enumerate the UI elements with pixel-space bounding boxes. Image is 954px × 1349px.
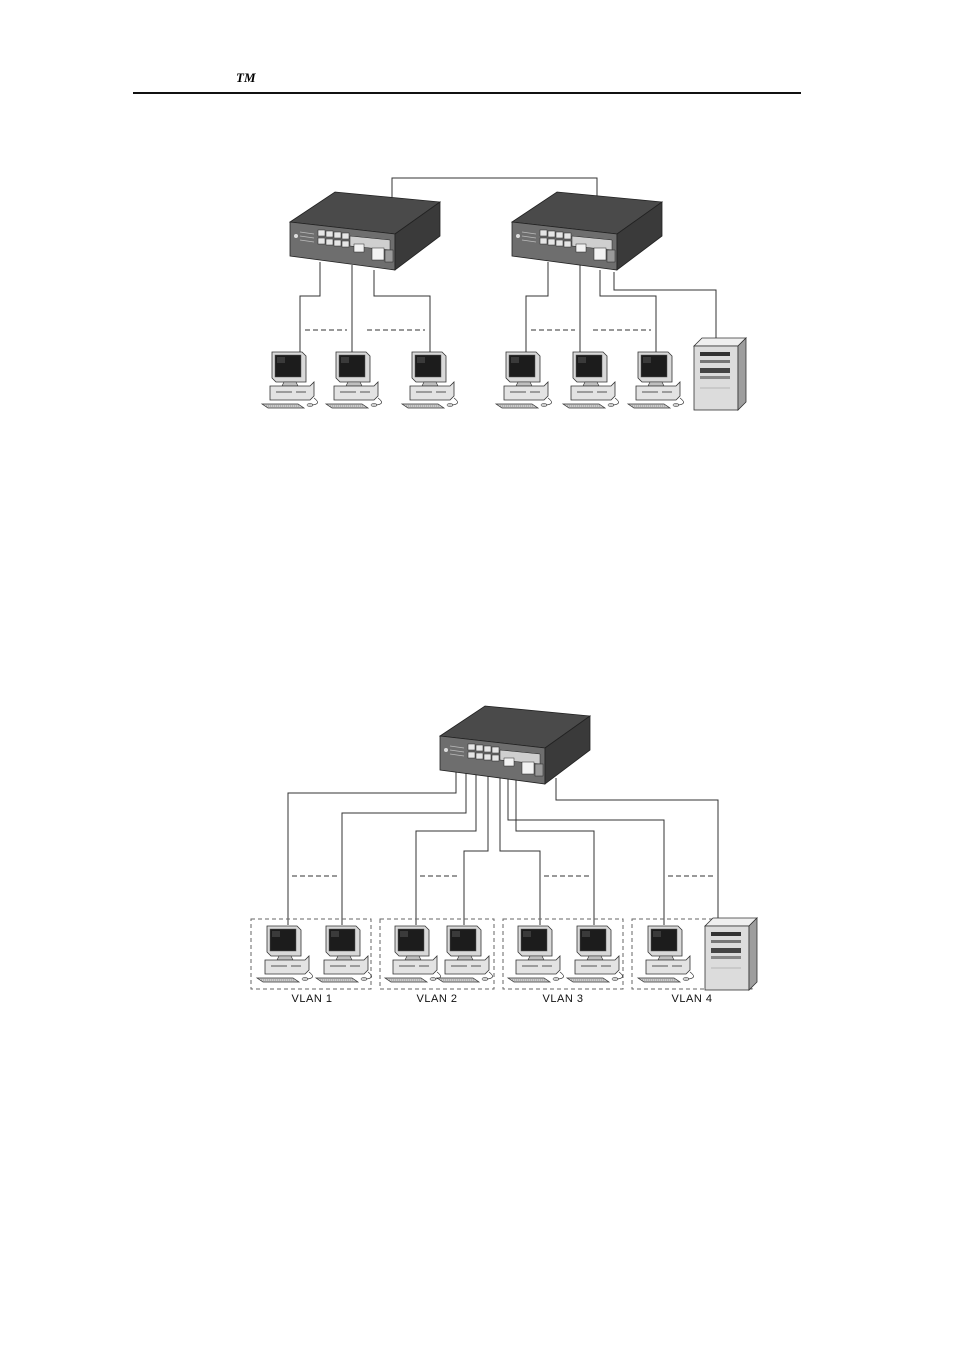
workstation-icon: [437, 926, 493, 982]
workstation-icon: [628, 352, 684, 408]
workstation-icon: [638, 926, 694, 982]
cable-line: [374, 270, 430, 356]
cable-line: [556, 778, 718, 925]
vlan-label: VLAN 2: [417, 993, 458, 1005]
workstation-icon: [508, 926, 564, 982]
workstation-icon: [257, 926, 313, 982]
cable-line: [300, 262, 320, 356]
switch-icon: [440, 706, 590, 784]
cable-line: [600, 270, 656, 356]
workstation-icon: [563, 352, 619, 408]
switch-icon: [512, 192, 662, 270]
workstation-icon: [496, 352, 552, 408]
server-icon: [694, 338, 746, 410]
server-icon: [705, 918, 757, 990]
workstation-icon: [385, 926, 441, 982]
cable-line: [288, 770, 456, 925]
vlan-label: VLAN 3: [543, 993, 584, 1005]
workstation-icon: [402, 352, 458, 408]
cable-line: [516, 772, 594, 925]
vlan-label: VLAN 1: [292, 993, 333, 1005]
cable-line: [416, 774, 476, 925]
cable-line: [500, 776, 540, 925]
workstation-icon: [567, 926, 623, 982]
switch-icon: [290, 192, 440, 270]
workstation-icon: [316, 926, 372, 982]
workstation-icon: [326, 352, 382, 408]
vlan-label: VLAN 4: [672, 993, 713, 1005]
cable-line: [342, 772, 466, 925]
workstation-icon: [262, 352, 318, 408]
cable-line: [526, 262, 548, 356]
